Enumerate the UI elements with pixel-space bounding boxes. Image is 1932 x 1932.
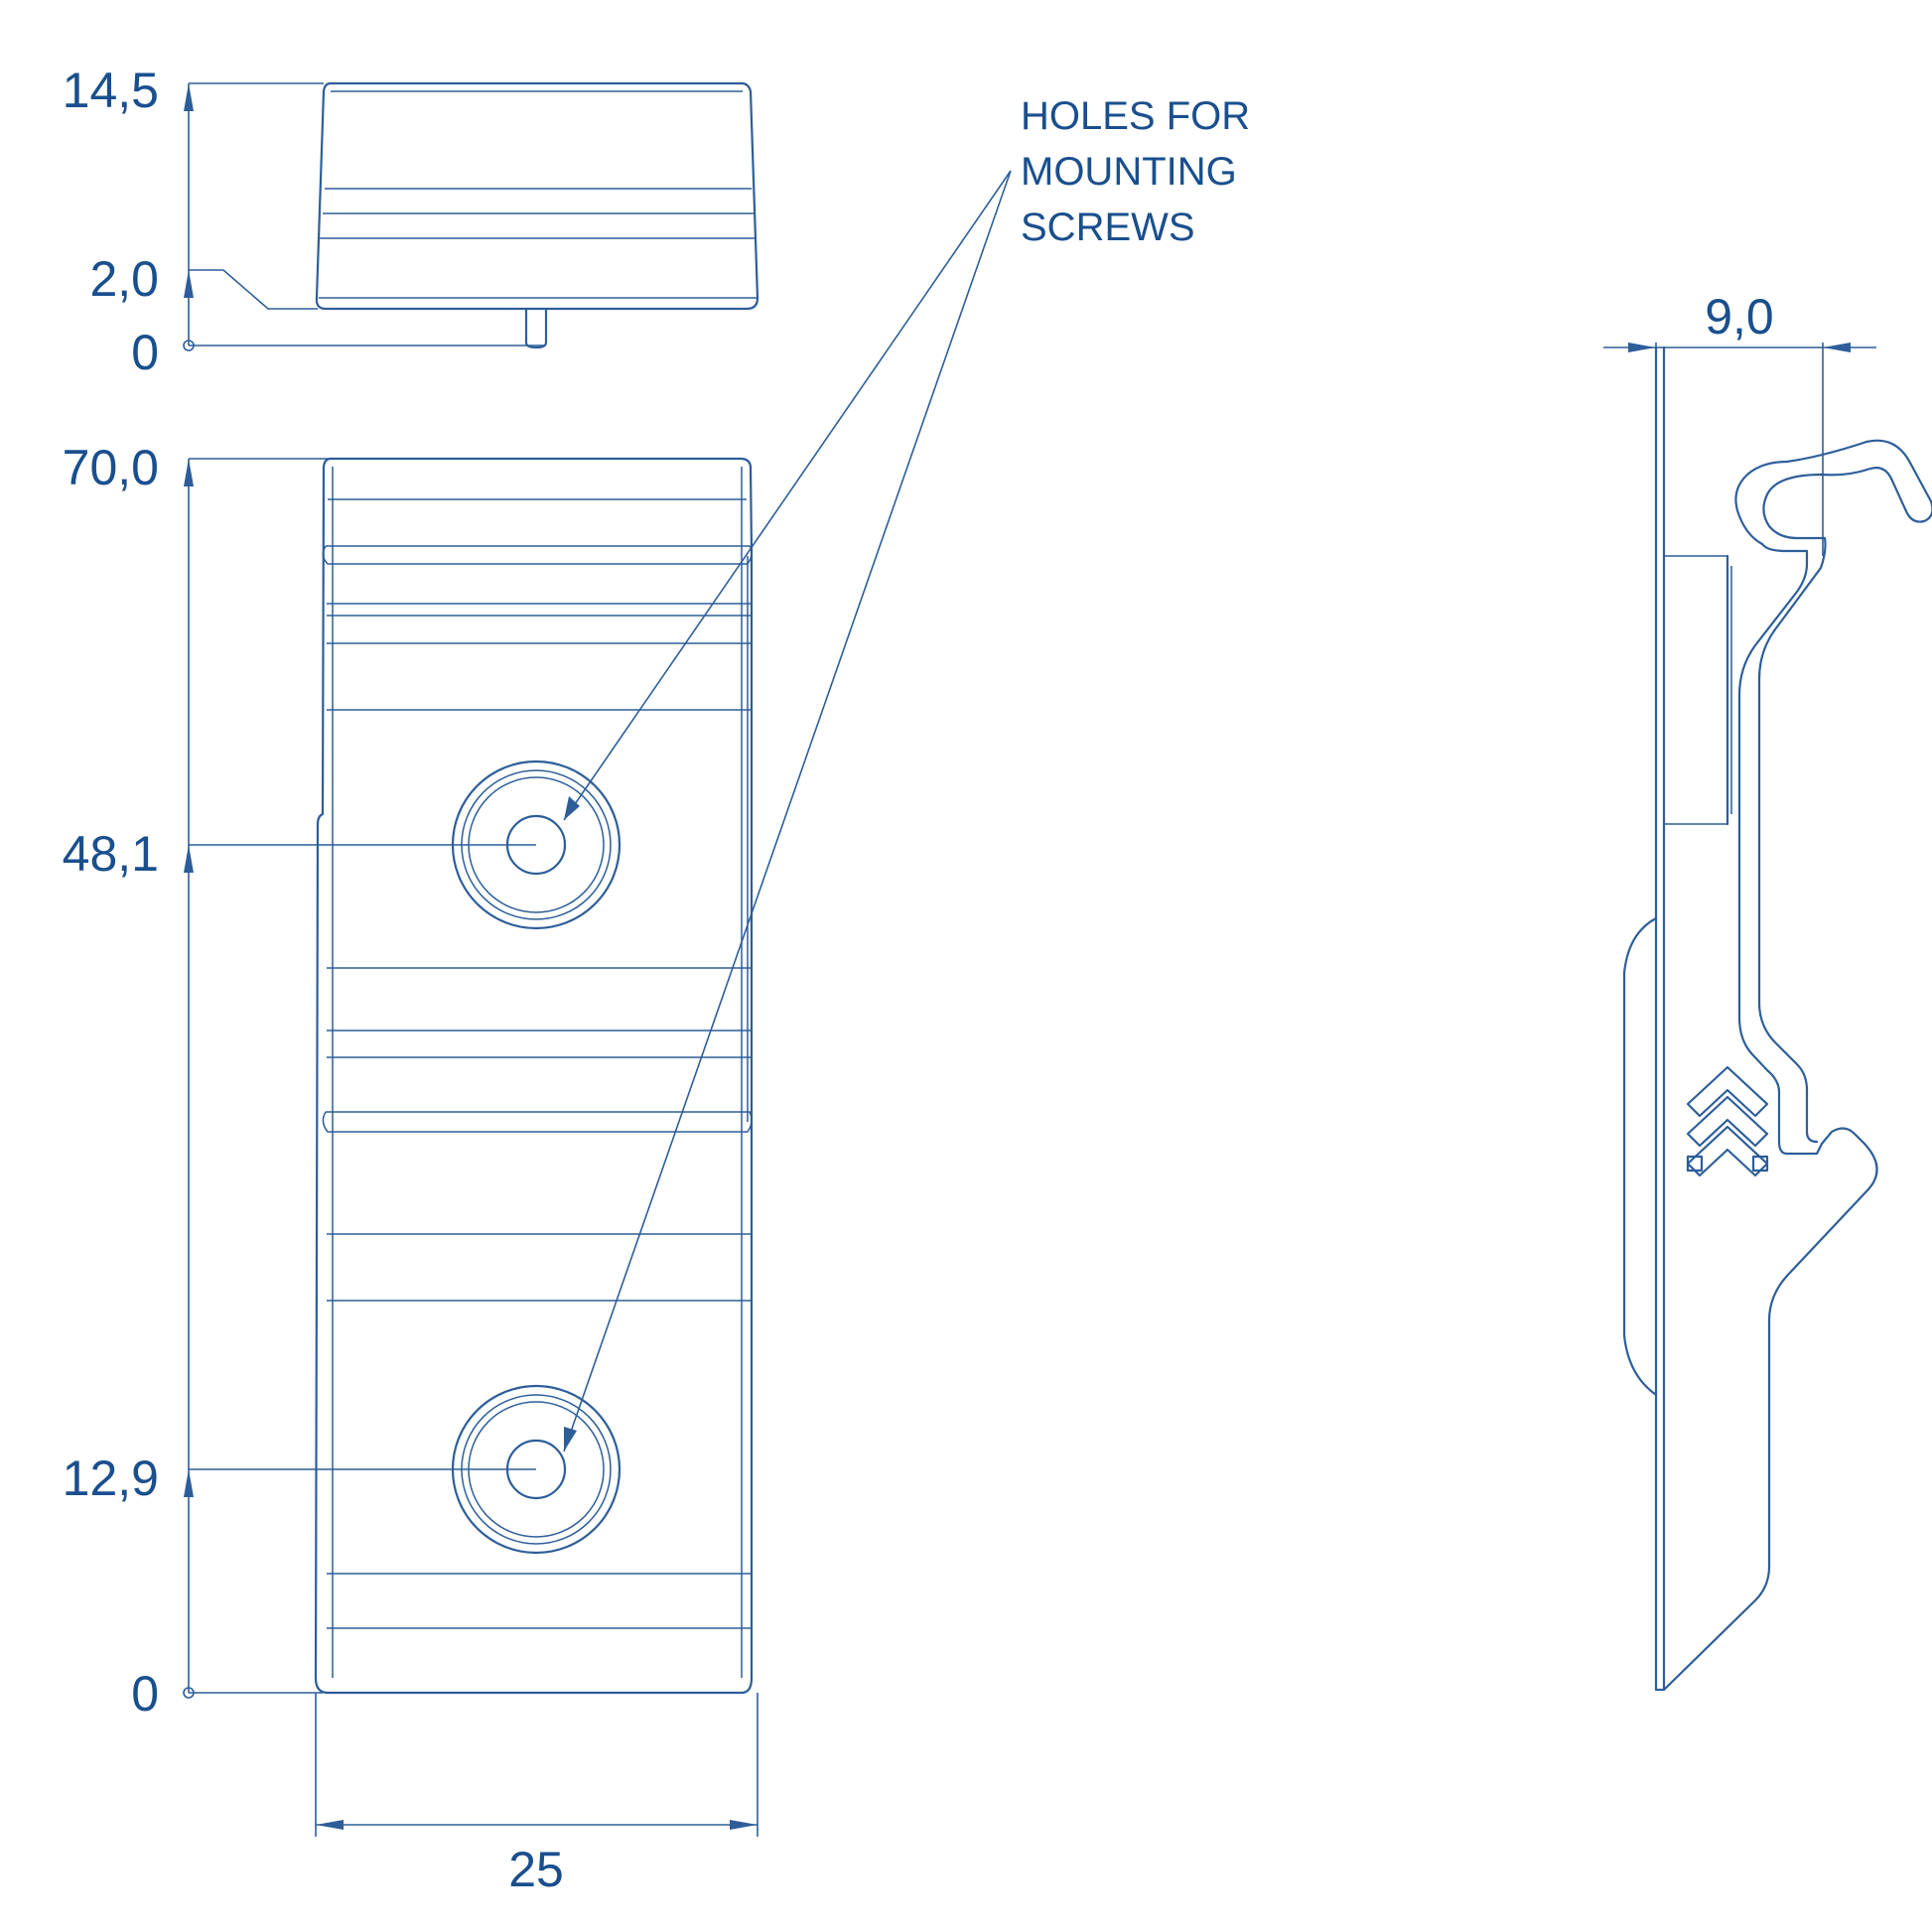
callout-line-2: MOUNTING xyxy=(1021,150,1237,194)
chevron-mark-icon xyxy=(1686,1065,1769,1177)
front-dim-12-9: 12,9 xyxy=(63,1450,159,1506)
top-view-outline xyxy=(315,81,759,311)
leader-lower-hole xyxy=(563,170,1012,1452)
front-view-outline xyxy=(314,457,754,1695)
front-dim-70-0: 70,0 xyxy=(63,440,159,495)
side-dim-9-0: 9,0 xyxy=(1705,289,1774,345)
callout-line-1: HOLES FOR xyxy=(1021,94,1250,138)
front-view xyxy=(314,457,754,1695)
callout-line-3: SCREWS xyxy=(1021,206,1195,249)
top-dim-14-5: 14,5 xyxy=(63,63,159,118)
side-view-latch-profile xyxy=(1662,439,1932,1692)
side-view-dimensions: 9,0 xyxy=(1603,289,1876,556)
front-view-dimensions: 70,0 48,1 12,9 0 25 xyxy=(63,440,759,1897)
top-dim-0: 0 xyxy=(131,325,159,380)
top-dim-2-0: 2,0 xyxy=(89,251,159,307)
front-dim-0: 0 xyxy=(131,1666,159,1722)
side-view xyxy=(1622,345,1932,1692)
top-view xyxy=(315,81,759,349)
top-view-pin xyxy=(524,307,548,349)
mounting-holes-callout: HOLES FOR MOUNTING SCREWS xyxy=(563,94,1250,1452)
side-view-base xyxy=(1654,345,1666,1692)
top-view-dimensions: 14,5 2,0 0 xyxy=(63,63,544,380)
side-view-pad xyxy=(1622,916,1658,1397)
leader-upper-hole xyxy=(563,170,1012,821)
front-dim-48-1: 48,1 xyxy=(63,826,159,882)
front-dim-width-25: 25 xyxy=(508,1842,564,1897)
